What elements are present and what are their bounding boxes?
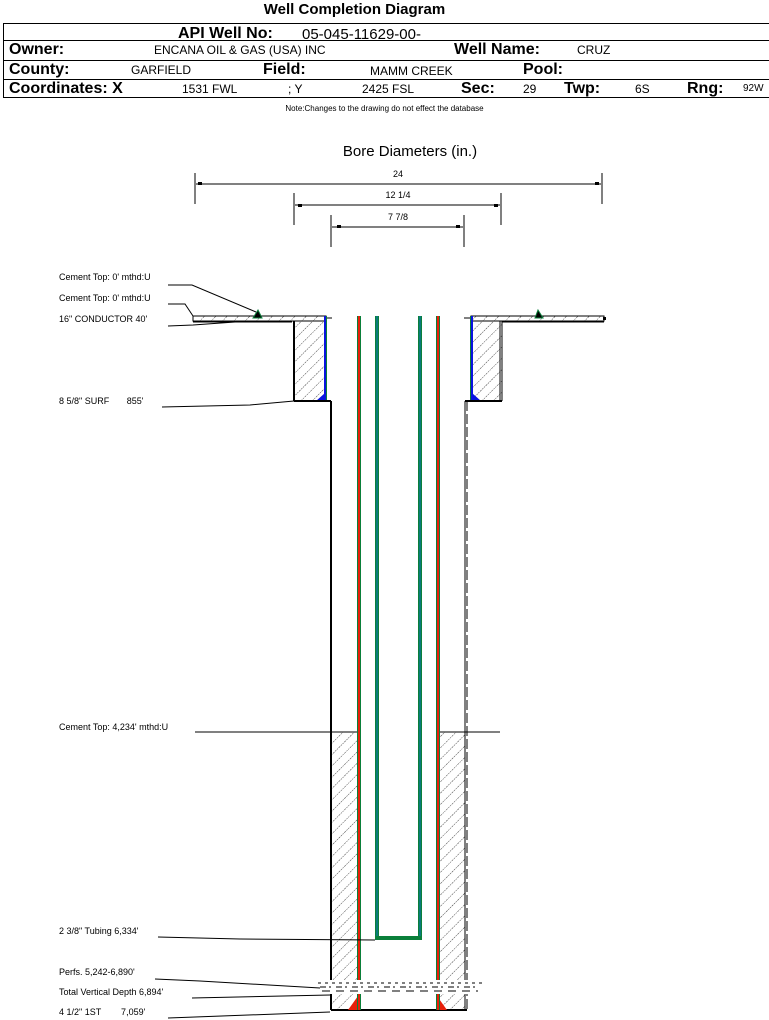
api-value: 05-045-11629-00- — [302, 26, 421, 43]
database-note: Note:Changes to the drawing do not effec… — [285, 104, 484, 113]
sec-value: 29 — [523, 82, 537, 96]
cement-top-label-1: Cement Top: 0' mthd:U — [59, 272, 151, 282]
owner-value: ENCANA OIL & GAS (USA) INC — [154, 43, 326, 57]
x-value: 1531 FWL — [182, 82, 238, 96]
rng-label: Rng: — [687, 80, 724, 97]
tvd-label: Total Vertical Depth 6,894' — [59, 987, 164, 997]
rng-value: 92W — [743, 83, 764, 94]
y-value: 2425 FSL — [362, 82, 415, 96]
county-value: GARFIELD — [131, 63, 192, 77]
production-cement — [195, 731, 500, 1010]
coordinates-row: Coordinates: X 1531 FWL ; Y 2425 FSL Sec… — [4, 79, 769, 98]
perfs-label: Perfs. 5,242-6,890' — [59, 967, 135, 977]
y-separator: ; Y — [288, 82, 303, 96]
leader-lines — [154, 284, 376, 1019]
county-row: County: GARFIELD Field: MAMM CREEK Pool: — [4, 60, 769, 79]
county-label: County: — [9, 61, 70, 78]
bore-label-12-1-4: 12 1/4 — [385, 190, 410, 200]
surface-casing — [294, 316, 502, 402]
bore-diameters-title: Bore Diameters (in.) — [343, 143, 477, 160]
surface-casing-label: 8 5/8" SURF 855' — [59, 396, 144, 406]
field-label: Field: — [263, 61, 306, 78]
coordinates-label: Coordinates: X — [9, 80, 123, 97]
diagram-title: Well Completion Diagram — [263, 1, 446, 18]
conductor-label: 16" CONDUCTOR 40' — [59, 314, 148, 324]
owner-row: Owner: ENCANA OIL & GAS (USA) INC Well N… — [4, 40, 769, 60]
well-header-table: API Well No: 05-045-11629-00- Owner: ENC… — [3, 23, 769, 98]
cement-top-marker-left — [252, 308, 263, 319]
well-name-value: CRUZ — [577, 43, 611, 57]
bore-dimension-7-7-8: 7 7/8 — [330, 212, 465, 247]
bore-dimension-12-1-4: 12 1/4 — [293, 190, 502, 225]
production-casing — [357, 316, 440, 1010]
twp-label: Twp: — [564, 80, 601, 97]
cement-top-label-2: Cement Top: 0' mthd:U — [59, 293, 151, 303]
tubing-label: 2 3/8" Tubing 6,334' — [59, 926, 139, 936]
sec-label: Sec: — [461, 80, 495, 97]
cement-top-marker-right — [534, 308, 544, 319]
twp-value: 6S — [635, 82, 650, 96]
bore-dimension-24: 24 — [194, 169, 603, 204]
cement-top-label-3: Cement Top: 4,234' mthd:U — [59, 722, 168, 732]
production-casing-label: 4 1/2" 1ST 7,059' — [59, 1007, 146, 1017]
bore-label-24: 24 — [393, 169, 403, 179]
surface-cement — [293, 321, 503, 401]
perforations — [317, 980, 482, 994]
well-name-label: Well Name: — [454, 41, 540, 58]
tubing — [375, 316, 422, 940]
owner-label: Owner: — [9, 41, 65, 58]
bore-label-7-7-8: 7 7/8 — [388, 212, 408, 222]
field-value: MAMM CREEK — [370, 64, 453, 78]
pool-label: Pool: — [523, 61, 563, 78]
api-label: API Well No: — [178, 25, 273, 42]
